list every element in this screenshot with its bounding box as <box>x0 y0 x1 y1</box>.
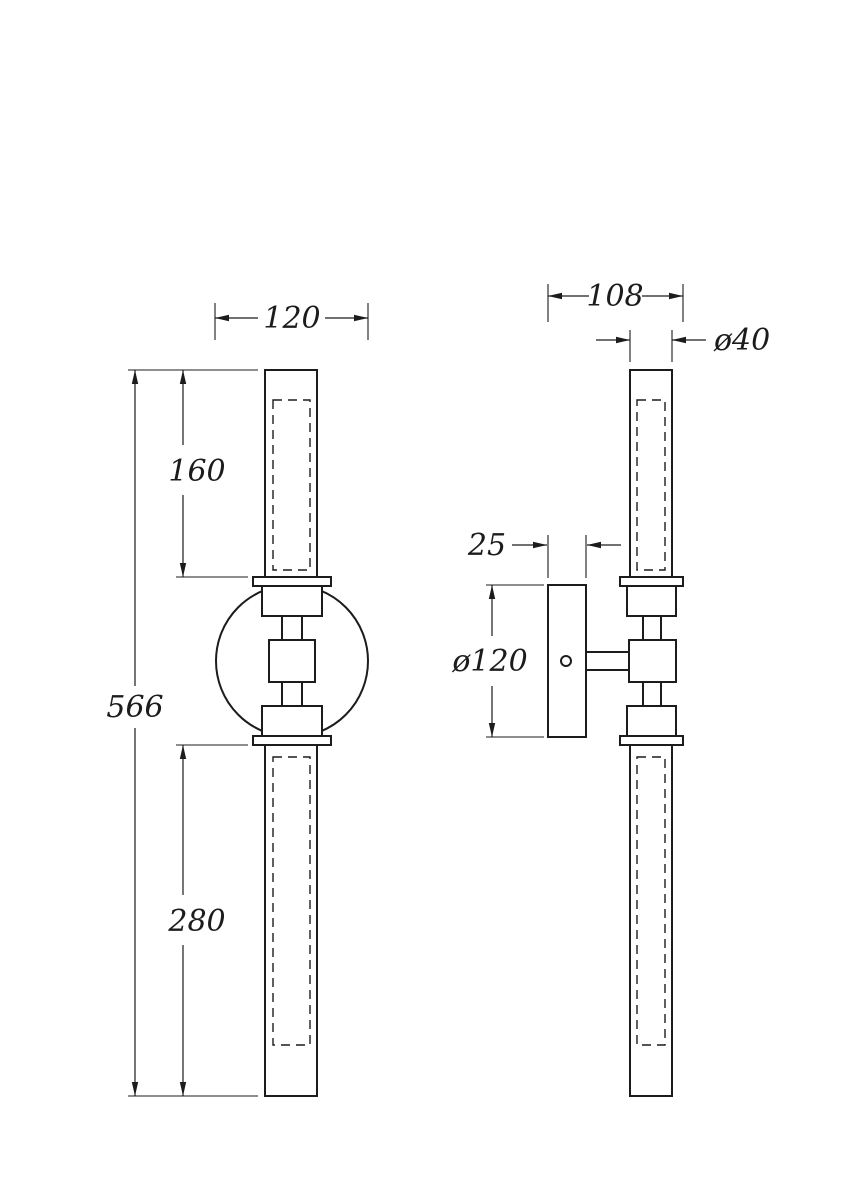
front-bottom-socket <box>261 705 323 737</box>
front-lower-tube <box>264 744 318 1097</box>
side-top-flange <box>619 576 684 587</box>
dimension-front-width: 120 <box>214 301 369 340</box>
side-bottom-stem <box>642 681 662 707</box>
dimension-plate-diameter: ø120 <box>451 584 544 738</box>
side-view <box>547 369 684 1097</box>
dimension-lower-section: 280 <box>167 744 248 1096</box>
front-upper-lamp-dashed <box>272 399 311 571</box>
side-bottom-flange <box>619 735 684 746</box>
side-mount-arm <box>585 651 631 671</box>
dim-label-overall-height: 566 <box>106 690 163 725</box>
side-center-block <box>628 639 677 683</box>
front-bottom-flange <box>252 735 332 746</box>
front-view <box>215 369 369 1097</box>
side-top-stem <box>642 615 662 641</box>
side-lower-lamp-dashed <box>636 756 666 1046</box>
dim-label-tube-diameter: ø40 <box>713 323 770 358</box>
dim-label-lower-section: 280 <box>167 904 225 939</box>
dimension-overall-height: 566 <box>106 369 258 1097</box>
dim-label-overall-depth: 108 <box>586 279 643 314</box>
dim-label-front-width: 120 <box>263 301 320 336</box>
front-center-block <box>268 639 316 683</box>
front-top-socket <box>261 585 323 617</box>
side-lower-tube <box>629 744 673 1097</box>
front-top-flange <box>252 576 332 587</box>
dimension-tube-diameter: ø40 <box>596 323 770 362</box>
side-bottom-socket <box>626 705 677 737</box>
dim-label-plate-diameter: ø120 <box>451 644 527 679</box>
side-wall-plate <box>547 584 587 738</box>
dimension-overall-depth: 108 <box>547 279 684 322</box>
side-screw-hole <box>560 655 572 667</box>
front-bottom-stem <box>281 681 303 707</box>
dim-label-plate-depth: 25 <box>467 528 506 563</box>
front-top-stem <box>281 615 303 641</box>
side-upper-lamp-dashed <box>636 399 666 571</box>
dimension-upper-section: 160 <box>168 370 248 578</box>
dimension-plate-depth: 25 <box>467 528 621 578</box>
dim-label-upper-section: 160 <box>168 454 225 489</box>
front-lower-lamp-dashed <box>272 756 311 1046</box>
side-top-socket <box>626 585 677 617</box>
